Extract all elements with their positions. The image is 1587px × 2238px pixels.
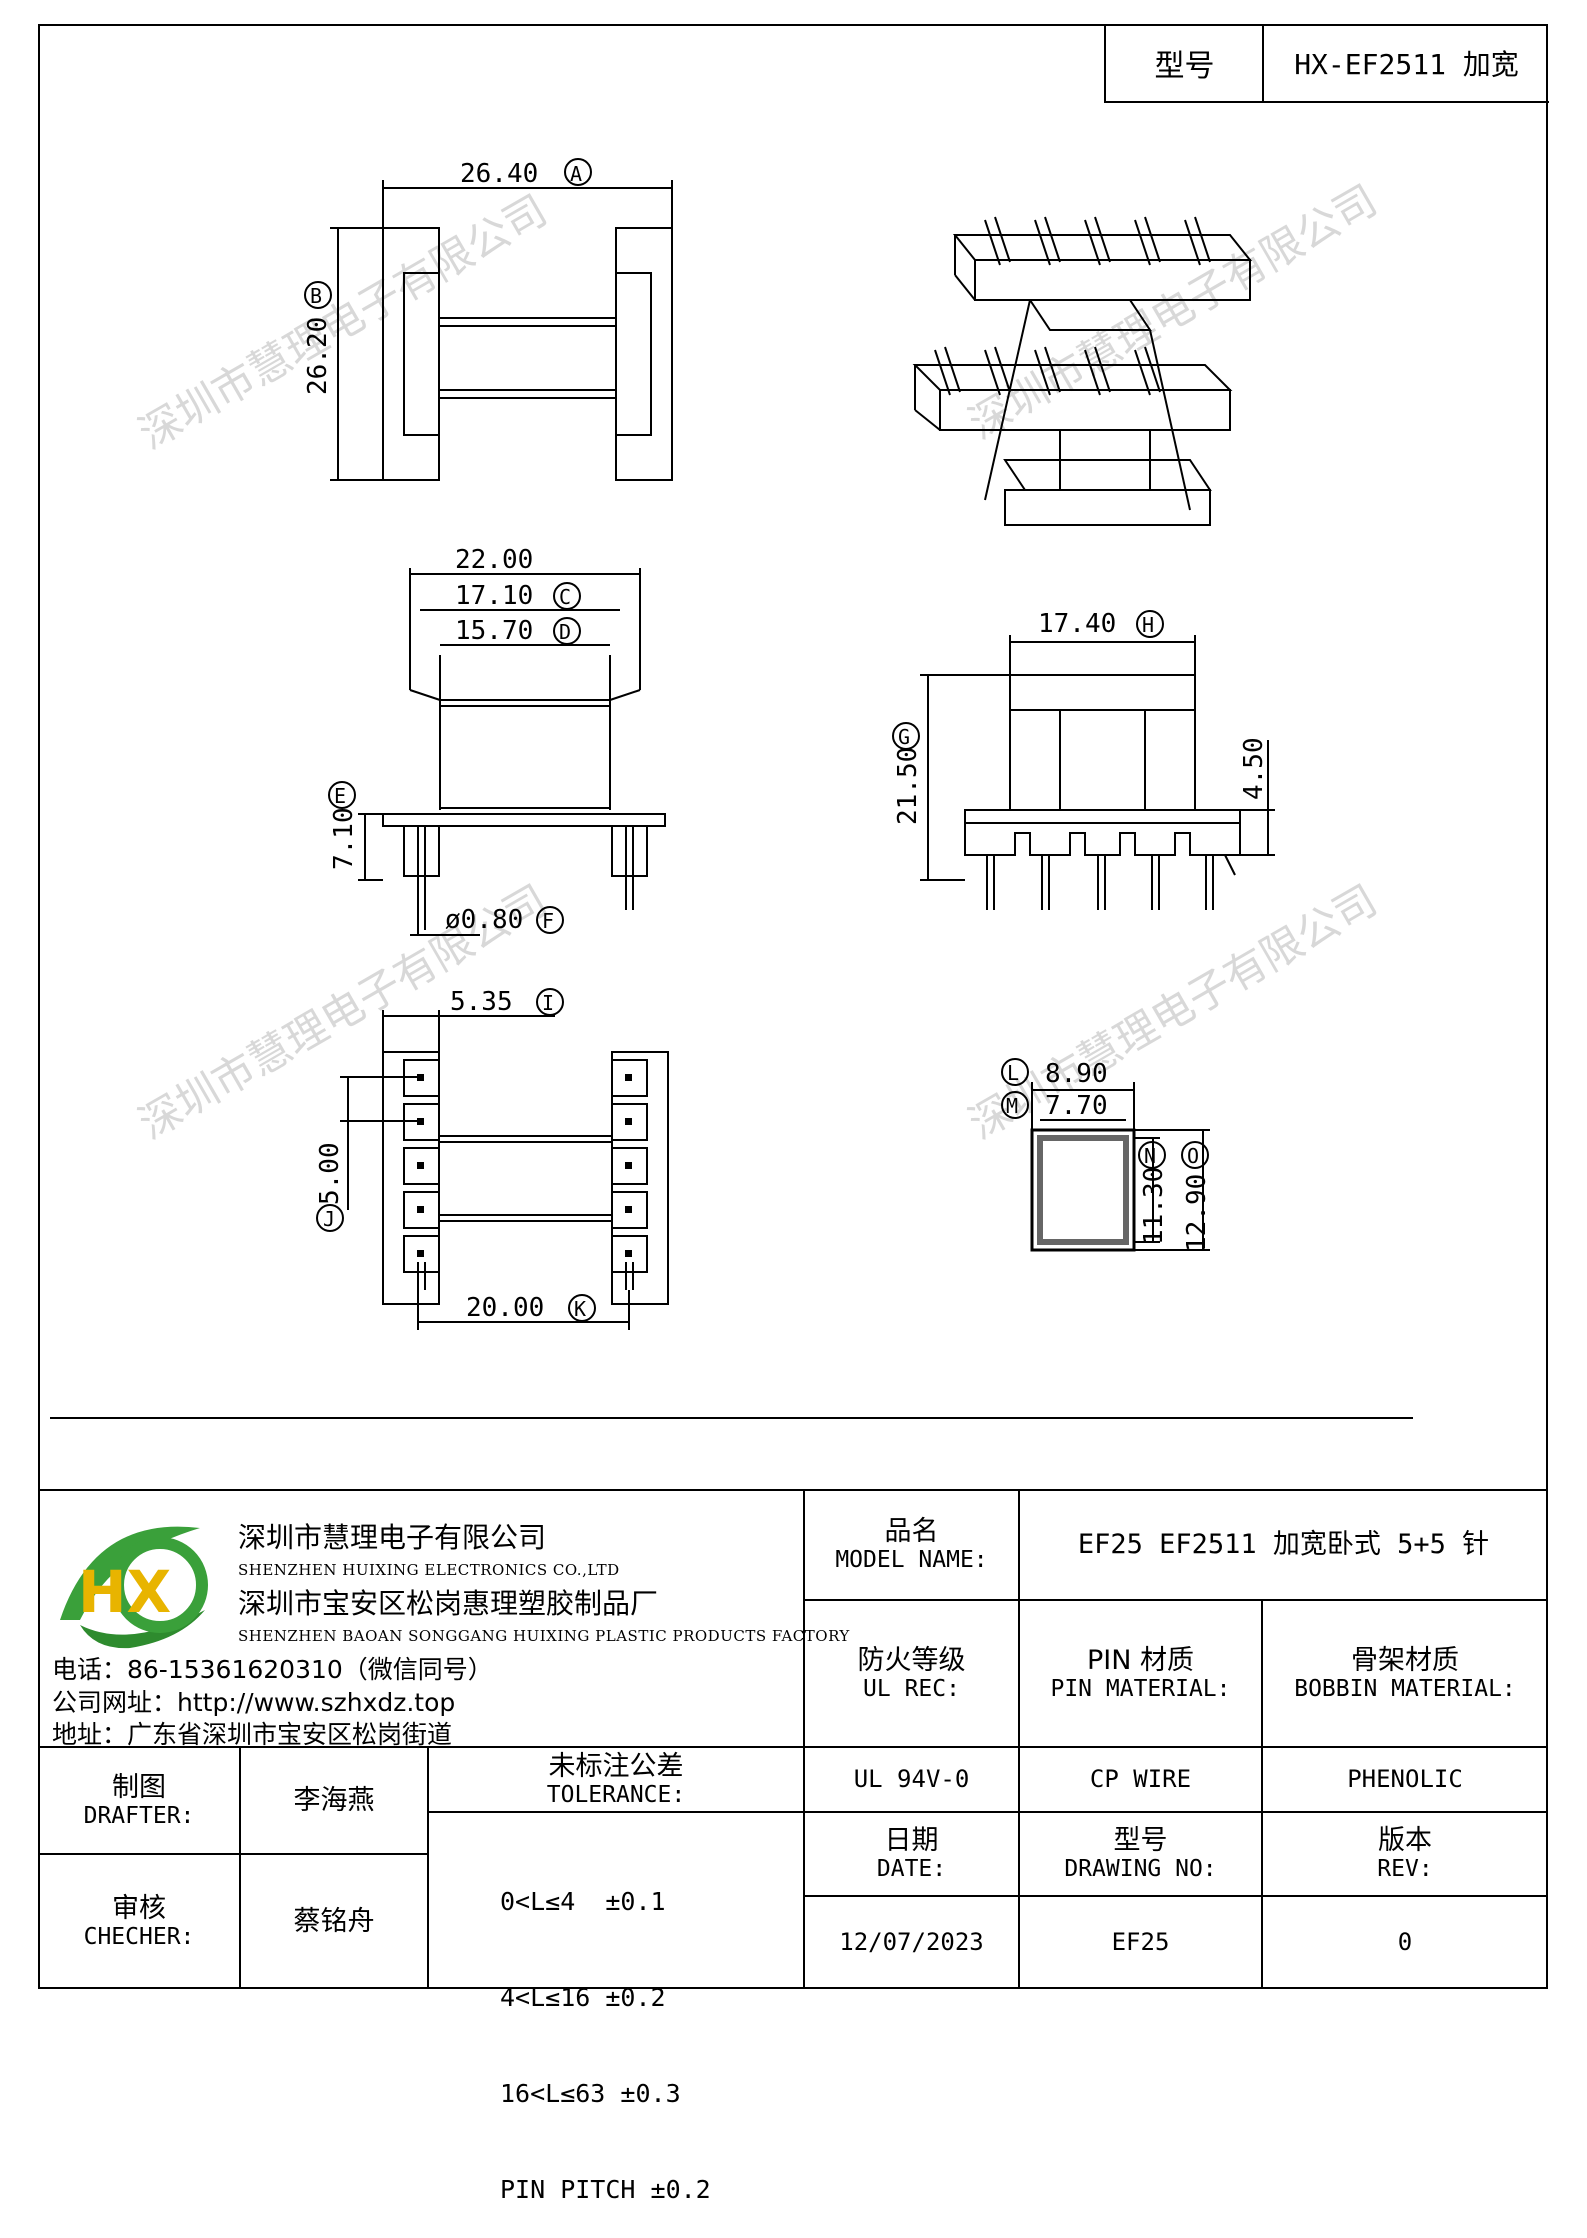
front-view [358,568,666,936]
dim-g-label: G [898,725,910,749]
drafter-en: DRAFTER: [83,1802,195,1829]
drawing-sheet [38,24,1548,1989]
tolerance-cn: 未标注公差 [548,1750,684,1782]
dim-a-value: 26.40 [460,159,538,189]
ul-rec-en: UL REC: [863,1675,960,1702]
dim-m-value: 7.70 [1045,1091,1108,1121]
pin-material-header: PIN 材质 PIN MATERIAL: [1019,1600,1262,1747]
dim-j-value: 5.00 [315,1142,345,1205]
tolerance-list: 0<L≤4 ±0.1 4<L≤16 ±0.2 16<L≤63 ±0.3 PIN … [500,1822,711,2238]
model-name-en: MODEL NAME: [835,1547,988,1574]
dim-c-label: C [559,585,571,609]
rev-cn: 版本 [1378,1825,1432,1857]
dim-b-label: B [310,284,322,308]
dim-n-label: N [1144,1144,1156,1168]
date-header: 日期 DATE: [804,1812,1019,1896]
dim-h-label: H [1142,613,1154,637]
drawing-no-en: DRAWING NO: [1064,1856,1217,1883]
dim-c-value: 17.10 [455,581,533,611]
website-text: 公司网址：http://www.szhxdz.top [52,1688,456,1717]
side-view [920,635,1275,910]
rev-en: REV: [1377,1856,1433,1883]
dim-k-label: K [574,1297,586,1321]
tolerance-header: 未标注公差 TOLERANCE: [428,1747,804,1812]
dim-a-label: A [570,162,582,186]
technical-drawing: 深圳市慧理电子有限公司 深圳市慧理电子有限公司 深圳市慧理电子有限公司 深圳市慧… [50,158,1413,1419]
tolerance-line: 0<L≤4 ±0.1 [500,1887,666,1916]
dim-n-value: 11.30 [1139,1167,1169,1245]
ul-rec-value: UL 94V-0 [853,1764,970,1793]
address-text: 地址：广东省深圳市宝安区松岗街道 [52,1720,453,1749]
drafter-cn: 制图 [112,1771,166,1803]
drawing-no-value: EF25 [1111,1927,1170,1956]
dim-m-label: M [1006,1094,1018,1118]
dim-f-label: F [542,909,554,933]
dim-j-label: J [323,1207,335,1231]
isometric-view [912,216,1253,526]
dim-h-value: 17.40 [1038,609,1116,639]
bobbin-material-cn: 骨架材质 [1351,1644,1459,1676]
model-name-cn: 品名 [884,1516,939,1548]
dim-e-value: 7.10 [329,807,359,870]
drawing-no-header: 型号 DRAWING NO: [1019,1812,1262,1896]
factory-name-en: SHENZHEN BAOAN SONGGANG HUIXING PLASTIC … [238,1627,850,1645]
top-view [330,180,673,481]
dim-g-value: 21.50 [893,747,923,825]
model-name-value-cell: EF25 EF2511 加宽卧式 5+5 针 [1019,1490,1548,1600]
dim-flange-height: 4.50 [1239,737,1269,800]
dim-o-value: 12.90 [1182,1174,1212,1252]
model-name-value: EF25 EF2511 加宽卧式 5+5 针 [1077,1529,1490,1561]
dim-d-value: 15.70 [455,616,533,646]
drawing-no-cn: 型号 [1113,1825,1168,1857]
checker-header: 审核 CHECHER: [38,1854,240,1989]
checker-value: 蔡铭舟 [293,1905,375,1937]
dim-i-value: 5.35 [450,987,513,1017]
tolerance-line: PIN PITCH ±0.2 [500,2175,711,2204]
watermark-1: 深圳市慧理电子有限公司 [131,185,556,458]
pin-material-cn: PIN 材质 [1086,1644,1195,1676]
dim-f-value: ø0.80 [445,905,523,935]
ul-rec-cn: 防火等级 [857,1644,966,1676]
drafter-value: 李海燕 [293,1784,375,1816]
drafter-value-cell: 李海燕 [240,1747,428,1854]
date-en: DATE: [876,1856,947,1883]
dim-i-label: I [542,991,554,1015]
phone-text: 电话：86-15361620310（微信同号） [52,1655,493,1684]
date-cn: 日期 [884,1825,939,1857]
watermark-4: 深圳市慧理电子有限公司 [961,875,1386,1148]
window-section-view [1030,1082,1210,1252]
pin-material-en: PIN MATERIAL: [1050,1675,1231,1702]
model-name-header: 品名 MODEL NAME: [804,1490,1019,1600]
company-name-cn: 深圳市慧理电子有限公司 [238,1521,547,1554]
rev-value: 0 [1397,1927,1413,1956]
checker-cn: 审核 [112,1892,166,1924]
tolerance-line: 16<L≤63 ±0.3 [500,2079,681,2108]
factory-name-cn: 深圳市宝安区松岗惠理塑胶制品厂 [238,1587,659,1620]
bobbin-material-value: PHENOLIC [1347,1764,1463,1793]
bottom-view [340,1010,669,1330]
dim-e-label: E [334,784,346,808]
dim-o-label: O [1187,1144,1199,1168]
checker-en: CHECHER: [83,1923,195,1950]
bobbin-material-en: BOBBIN MATERIAL: [1294,1675,1516,1702]
dim-l-label: L [1007,1061,1019,1085]
bobbin-material-header: 骨架材质 BOBBIN MATERIAL: [1262,1600,1548,1747]
pin-material-value: CP WIRE [1089,1764,1192,1793]
tolerance-en: TOLERANCE: [546,1781,686,1808]
watermark-2: 深圳市慧理电子有限公司 [961,175,1386,448]
checker-value-cell: 蔡铭舟 [240,1854,428,1989]
company-name-en: SHENZHEN HUIXING ELECTRONICS CO.,LTD [238,1561,620,1579]
dim-d-label: D [559,620,571,644]
dim-l-value: 8.90 [1045,1059,1108,1089]
ul-rec-header: 防火等级 UL REC: [804,1600,1019,1747]
drafter-header: 制图 DRAFTER: [38,1747,240,1854]
date-value: 12/07/2023 [839,1927,984,1956]
model-value: HX-EF2511 加宽 [1262,25,1549,103]
rev-header: 版本 REV: [1262,1812,1548,1896]
model-label: 型号 [1104,25,1263,103]
dim-b-value: 26.20 [303,317,333,395]
dim-k-value: 20.00 [466,1293,544,1323]
dim-total-width: 22.00 [455,545,533,575]
tolerance-line: 4<L≤16 ±0.2 [500,1983,666,2012]
